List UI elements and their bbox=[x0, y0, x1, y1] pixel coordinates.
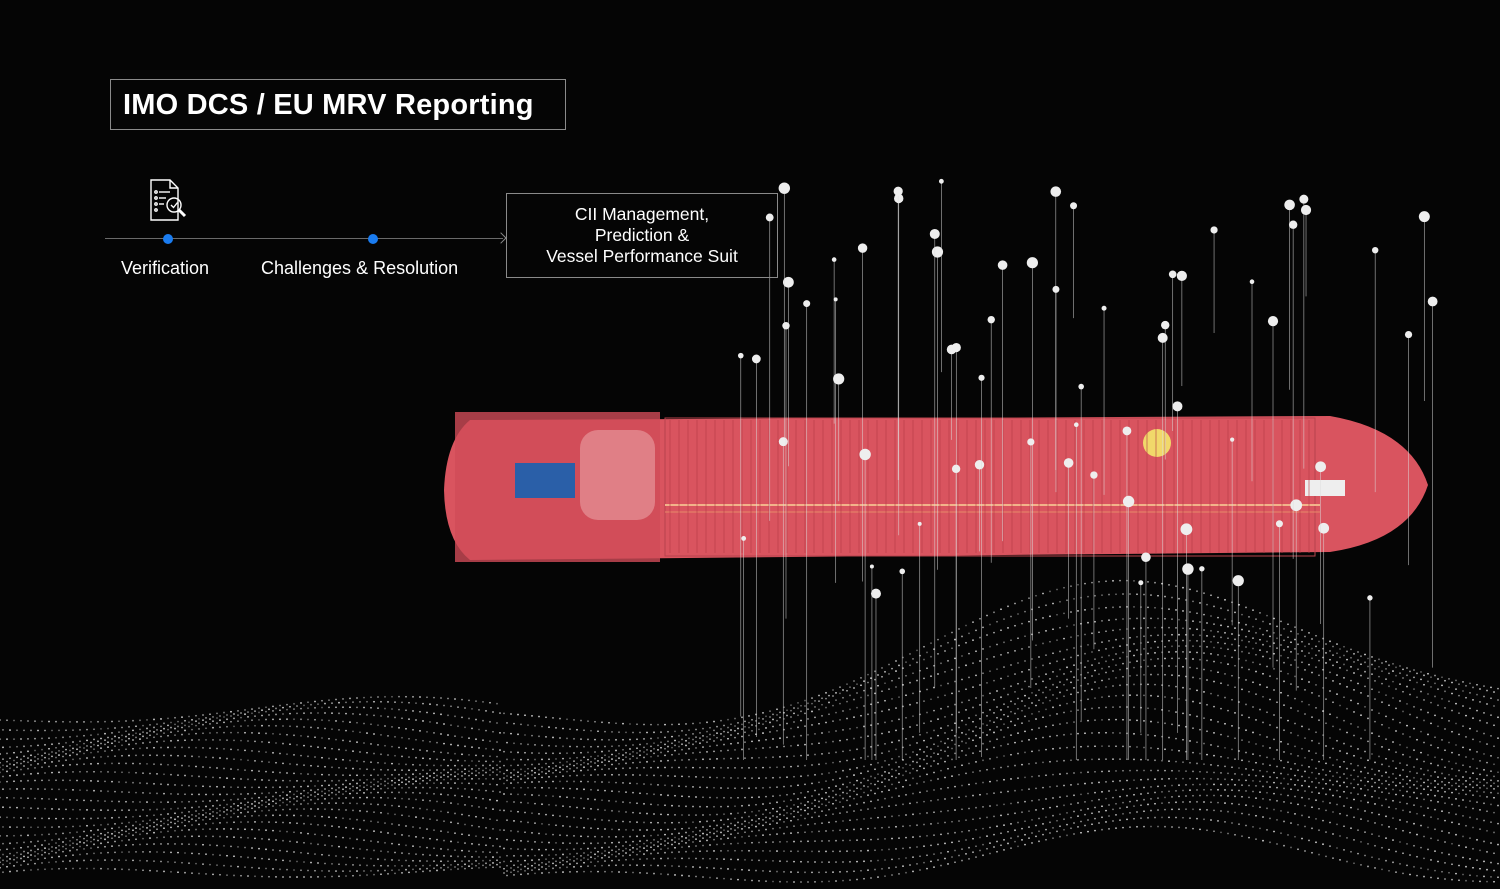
ship-hull bbox=[444, 412, 1428, 562]
ship-deck-ribs bbox=[669, 420, 1310, 553]
data-pins bbox=[737, 178, 1438, 760]
particle-wave-dots bbox=[0, 579, 1499, 883]
page-title: IMO DCS / EU MRV Reporting bbox=[123, 89, 534, 121]
timeline-dot-challenges bbox=[368, 234, 378, 244]
timeline-dot-verification bbox=[163, 234, 173, 244]
timeline-line bbox=[105, 238, 503, 239]
step-verification[interactable]: Verification bbox=[121, 258, 210, 278]
cii-line-1: CII Management, bbox=[574, 204, 710, 224]
document-check-magnifier-icon bbox=[148, 178, 194, 229]
cii-line-2: Prediction & bbox=[594, 225, 690, 245]
page-title-box: IMO DCS / EU MRV Reporting bbox=[110, 79, 566, 130]
cii-management-box[interactable]: CII Management, Prediction & Vessel Perf… bbox=[506, 193, 778, 278]
step-challenges-resolution[interactable]: Challenges & Resolution bbox=[261, 258, 459, 278]
cii-line-3: Vessel Performance Suit bbox=[546, 246, 738, 266]
